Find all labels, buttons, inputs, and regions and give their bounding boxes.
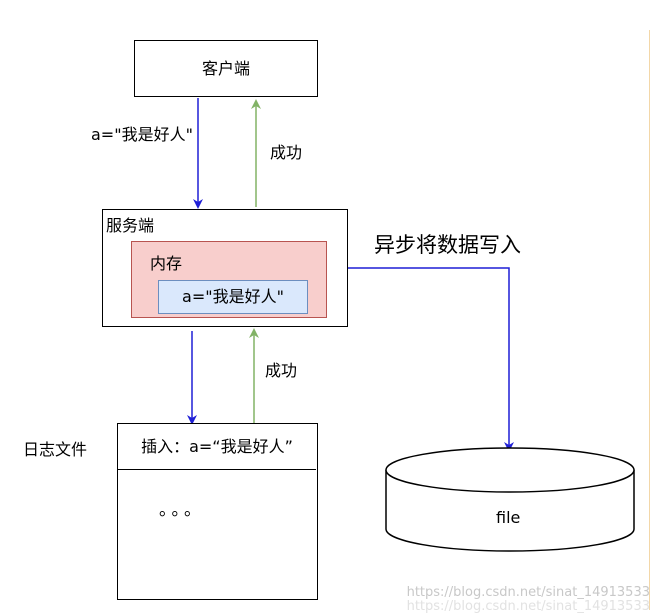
- log-file-ellipsis: 。。。: [159, 500, 205, 520]
- log-file-label: 日志文件: [23, 440, 88, 459]
- server-label: 服务端: [106, 216, 155, 235]
- disk-label: file: [496, 508, 521, 527]
- server-box: 服务端 内存 a="我是好人": [102, 209, 348, 327]
- log-file-box: 插入：a=“我是好人” 。。。: [117, 423, 318, 600]
- log-file-header: 插入：a=“我是好人”: [118, 424, 316, 470]
- disk-cylinder: [385, 447, 635, 552]
- async-write-arrow: [347, 267, 514, 452]
- request-label: a="我是好人": [91, 125, 193, 144]
- client-box: 客户端: [134, 40, 318, 97]
- async-write-label: 异步将数据写入: [374, 233, 521, 257]
- memory-content: a="我是好人": [182, 287, 284, 306]
- watermark-shadow: https://blog.csdn.net/sinat_14913533: [406, 599, 650, 614]
- memory-label: 内存: [150, 254, 183, 273]
- success-label-bottom: 成功: [265, 361, 298, 380]
- watermark: https://blog.csdn.net/sinat_14913533: [406, 585, 650, 600]
- success-label-top: 成功: [270, 143, 303, 162]
- client-label: 客户端: [201, 58, 250, 78]
- log-file-header-text: 插入：a=“我是好人”: [141, 436, 293, 456]
- memory-box: 内存 a="我是好人": [131, 241, 327, 318]
- page-right-border: [649, 30, 650, 610]
- memory-content-box: a="我是好人": [158, 280, 308, 314]
